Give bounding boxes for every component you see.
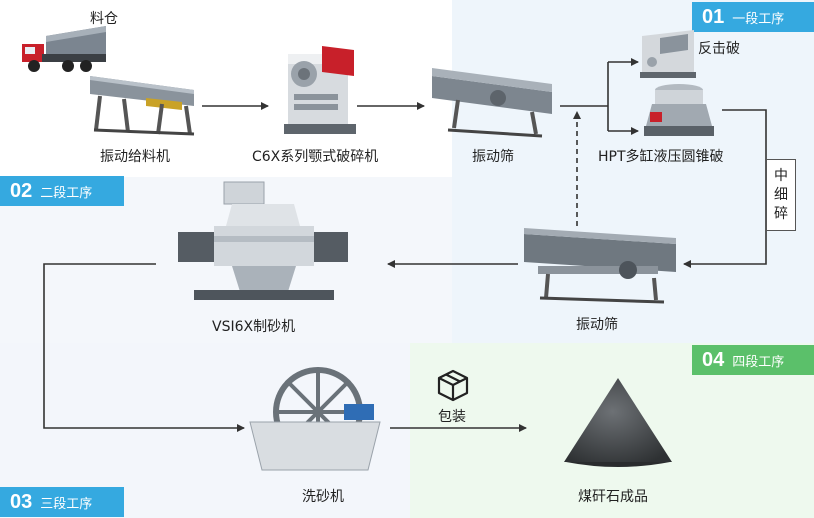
stage-number: 01 [702, 5, 725, 28]
vibrating-screen-1-label: 振动筛 [472, 149, 514, 165]
vsi-sand-maker-icon [178, 181, 348, 300]
vibrating-screen-1-icon [432, 68, 552, 138]
packing-label: 包装 [438, 409, 466, 425]
stage-label: 三段工序 [40, 496, 93, 512]
arrow-vsi-to-washer [43, 263, 245, 432]
jaw-crusher-label: C6X系列颚式破碎机 [252, 149, 379, 165]
jaw-crusher-icon [284, 46, 356, 134]
char: 中 [774, 167, 788, 184]
sand-washer-label: 洗砂机 [302, 489, 344, 505]
impact-crusher-label: 反击破 [698, 41, 740, 57]
stage-number: 03 [10, 490, 33, 513]
stage-label: 一段工序 [732, 11, 785, 27]
stage-number: 04 [702, 348, 725, 371]
cone-crusher-icon [644, 84, 714, 136]
char: 碎 [774, 205, 788, 222]
stage-1-zone [452, 0, 814, 343]
char: 细 [774, 186, 788, 203]
stage-tag-3: 03 三段工序 [0, 487, 124, 517]
product-pile-icon [564, 378, 672, 467]
stage-tag-4: 04 四段工序 [692, 345, 814, 375]
cone-crusher-label: HPT多缸液压圆锥破 [598, 149, 724, 165]
sand-washer-icon [249, 367, 381, 471]
vibrating-feeder-icon [90, 76, 195, 136]
stage-tag-1: 01 一段工序 [692, 2, 814, 32]
impact-crusher-icon [640, 30, 696, 78]
stage-label: 四段工序 [732, 354, 785, 370]
vibrating-feeder-label: 振动给料机 [100, 149, 170, 165]
silo-label: 料仓 [90, 11, 118, 27]
medium-fine-crushing-label: 中 细 碎 [766, 159, 796, 231]
stage-tag-2: 02 二段工序 [0, 176, 124, 206]
package-box-icon [437, 369, 469, 402]
stage-label: 二段工序 [40, 185, 93, 201]
vibrating-screen-2-label: 振动筛 [576, 317, 618, 333]
stage-number: 02 [10, 179, 33, 202]
vibrating-screen-2-icon [524, 228, 676, 304]
dump-truck-icon [22, 26, 106, 72]
vsi-sand-maker-label: VSI6X制砂机 [212, 319, 296, 335]
product-label: 煤矸石成品 [578, 489, 648, 505]
